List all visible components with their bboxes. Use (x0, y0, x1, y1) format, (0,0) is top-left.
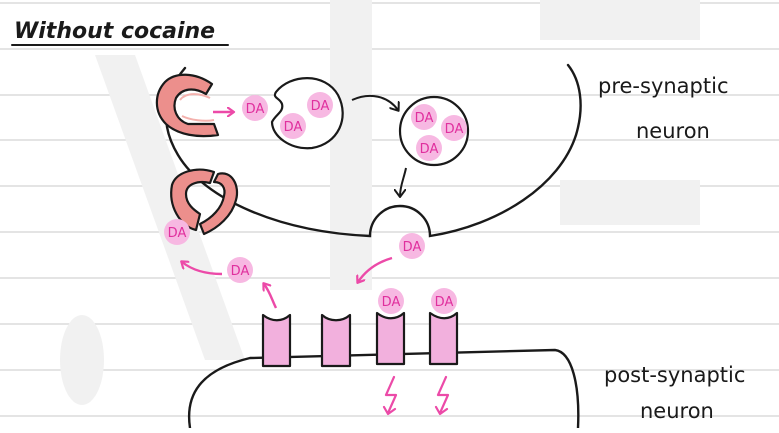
dopamine-molecule: DA (307, 92, 333, 118)
svg-text:DA: DA (231, 264, 250, 279)
dopamine-molecule: DA (411, 104, 437, 130)
receptors (261, 311, 459, 368)
vesicle-forming (270, 77, 344, 150)
svg-text:DA: DA (246, 102, 265, 117)
svg-text:DA: DA (435, 295, 454, 310)
receptor-4 (428, 311, 459, 366)
receptor-3 (375, 311, 406, 366)
svg-text:DA: DA (415, 111, 434, 126)
lightning-bolt-icon (382, 375, 398, 416)
dopamine-molecule: DA (280, 113, 306, 139)
dopamine-molecule: DA (164, 219, 190, 245)
postsynaptic-membrane (187, 348, 580, 430)
postsynaptic-label-line2: neuron (640, 399, 714, 423)
presynaptic-label-line2: neuron (636, 119, 710, 143)
receptor-2 (320, 313, 352, 368)
svg-text:DA: DA (403, 240, 422, 255)
dopamine-molecule: DA (441, 115, 467, 141)
svg-text:DA: DA (284, 120, 303, 135)
presynaptic-label-line1: pre-synaptic (598, 74, 729, 98)
dopamine-molecule: DA (416, 135, 442, 161)
lightning-bolt-icon (434, 375, 450, 416)
dopamine-molecule: DA (378, 288, 404, 314)
svg-text:DA: DA (445, 122, 464, 137)
receptor-1 (261, 313, 292, 368)
release-arrow (358, 256, 393, 282)
watermark (60, 0, 700, 405)
svg-text:DA: DA (420, 142, 439, 157)
diagram-title: Without cocaine (14, 19, 215, 44)
vesicle-release-arrow (400, 167, 407, 196)
return-arrow (182, 262, 223, 276)
dopamine-molecule: DA (399, 233, 425, 259)
unbind-arrow (264, 284, 278, 309)
signal-bolts (382, 375, 450, 416)
presynaptic-membrane (164, 63, 582, 238)
postsynaptic-label-line1: post-synaptic (604, 363, 745, 387)
dopamine-molecule: DA (242, 95, 268, 121)
dopamine-molecule: DA (227, 257, 253, 283)
dopamine-molecules: DA DA DA DA DA DA DA DA (164, 92, 467, 314)
svg-text:DA: DA (382, 295, 401, 310)
reuptake-transporter-top (155, 73, 220, 138)
svg-text:DA: DA (168, 226, 187, 241)
dopamine-molecule: DA (431, 288, 457, 314)
svg-text:DA: DA (311, 99, 330, 114)
vesicle-move-arrow (351, 94, 398, 110)
